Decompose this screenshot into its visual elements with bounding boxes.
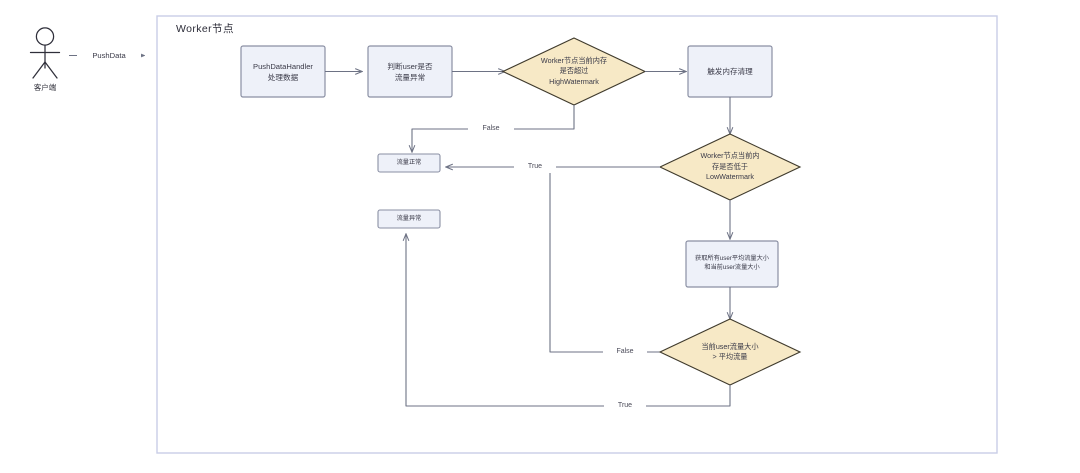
node-trigger-clean: [687, 45, 773, 98]
node-high-watermark: [501, 37, 647, 106]
node-compare-average: [658, 318, 802, 386]
node-low-watermark: [658, 133, 802, 201]
worker-node-container: [156, 15, 998, 454]
node-judge-user: [367, 45, 453, 98]
edge-cmp-false: [549, 173, 667, 353]
node-push-data-handler: [240, 45, 326, 98]
node-get-average: [685, 240, 779, 288]
node-traffic-normal: [377, 153, 441, 173]
edge-highmark-false: [412, 105, 575, 152]
edge-cmp-true: [406, 234, 731, 407]
actor-stick-figure-icon: [29, 27, 61, 79]
node-traffic-abnormal: [377, 209, 441, 229]
